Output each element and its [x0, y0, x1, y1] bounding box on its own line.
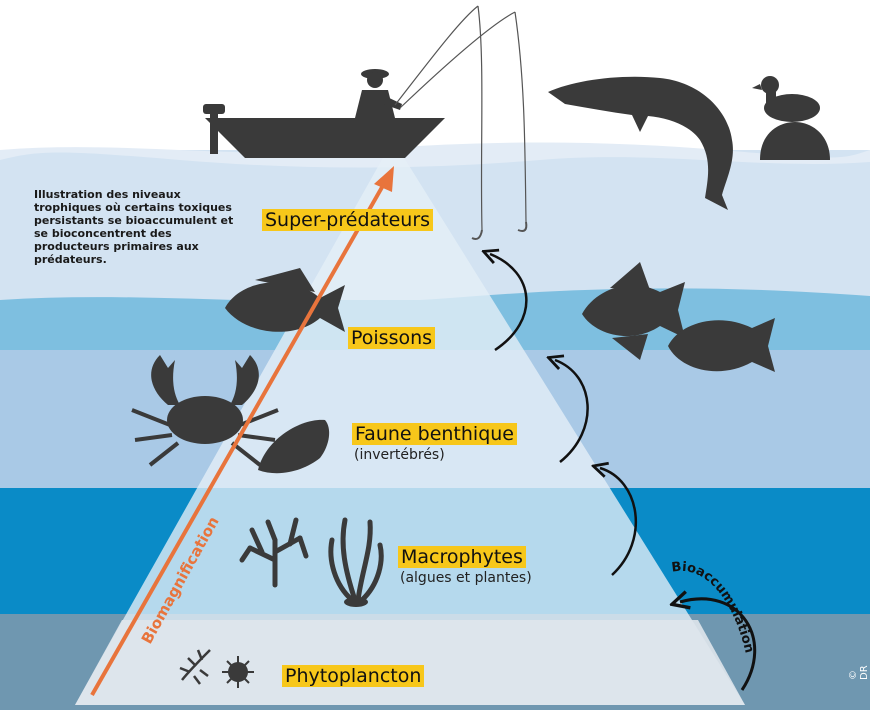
buoy-icon: [760, 122, 830, 160]
level-macrophytes: Macrophytes (algues et plantes): [398, 545, 532, 586]
level-poissons: Poissons: [348, 326, 435, 350]
level-phytoplancton: Phytoplancton: [282, 664, 424, 688]
boat-icon: [203, 104, 445, 158]
pyramid-tier-phyto: [75, 620, 745, 705]
level-subtitle: (invertébrés): [352, 447, 517, 463]
level-super-predateurs: Super-prédateurs: [262, 208, 433, 232]
duck-icon: [752, 76, 820, 122]
fisherman-icon: [355, 69, 402, 118]
credit-text: © DR: [848, 658, 870, 680]
diagram-caption: Illustration des niveaux trophiques où c…: [34, 188, 234, 266]
level-title: Super-prédateurs: [262, 209, 433, 231]
level-subtitle: (algues et plantes): [398, 570, 532, 586]
level-title: Phytoplancton: [282, 665, 424, 687]
level-title: Macrophytes: [398, 546, 526, 568]
level-title: Faune benthique: [352, 423, 517, 445]
level-title: Poissons: [348, 327, 435, 349]
level-faune-benthique: Faune benthique (invertébrés): [352, 422, 517, 463]
